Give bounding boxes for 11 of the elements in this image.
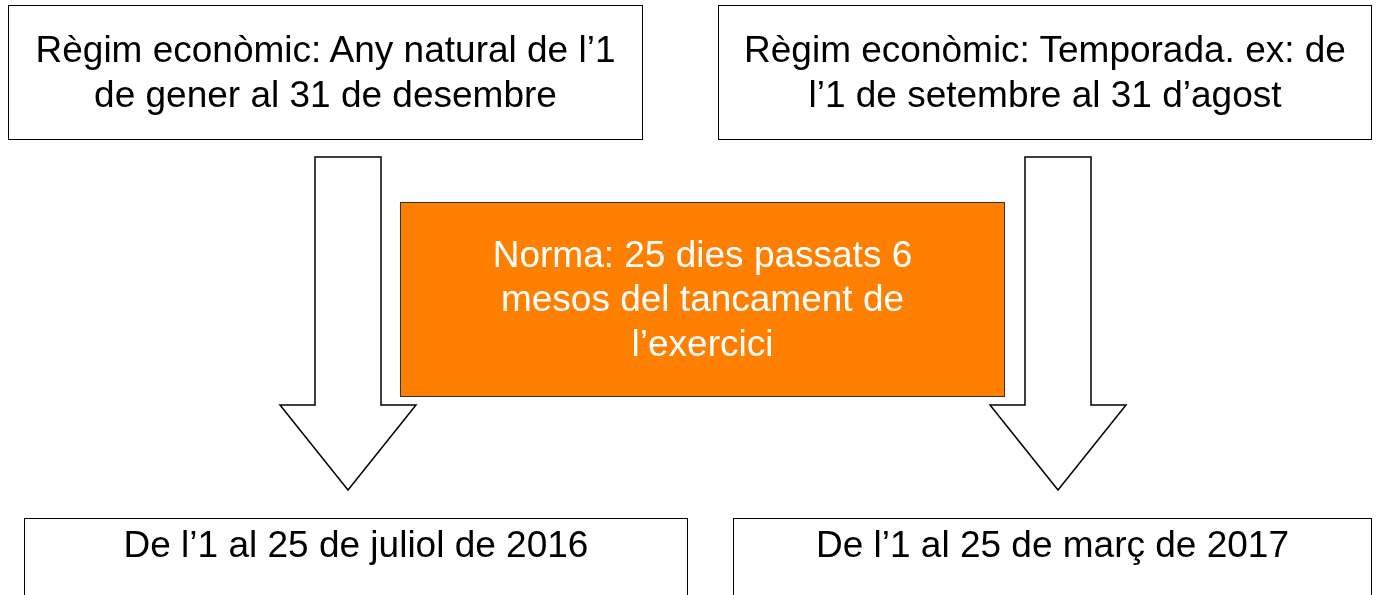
- box-text: Norma: 25 dies passats 6 mesos del tancament de l’exercici: [491, 232, 914, 366]
- block-arrow: [278, 156, 418, 492]
- text-box: [24, 518, 688, 595]
- box-text: De l’1 al 25 de març de 2017: [815, 523, 1290, 568]
- text-box: [733, 518, 1372, 595]
- box-text: De l’1 al 25 de juliol de 2016: [123, 523, 589, 568]
- text-box: [8, 5, 643, 140]
- text-box: [718, 5, 1372, 140]
- block-arrow: [988, 156, 1128, 492]
- box-text: Règim econòmic: Any natural de l’1 de gener al 31 de desembre: [34, 28, 617, 117]
- box-text: Règim econòmic: Temporada. ex: de l’1 de setembre al 31 d’agost: [743, 28, 1347, 117]
